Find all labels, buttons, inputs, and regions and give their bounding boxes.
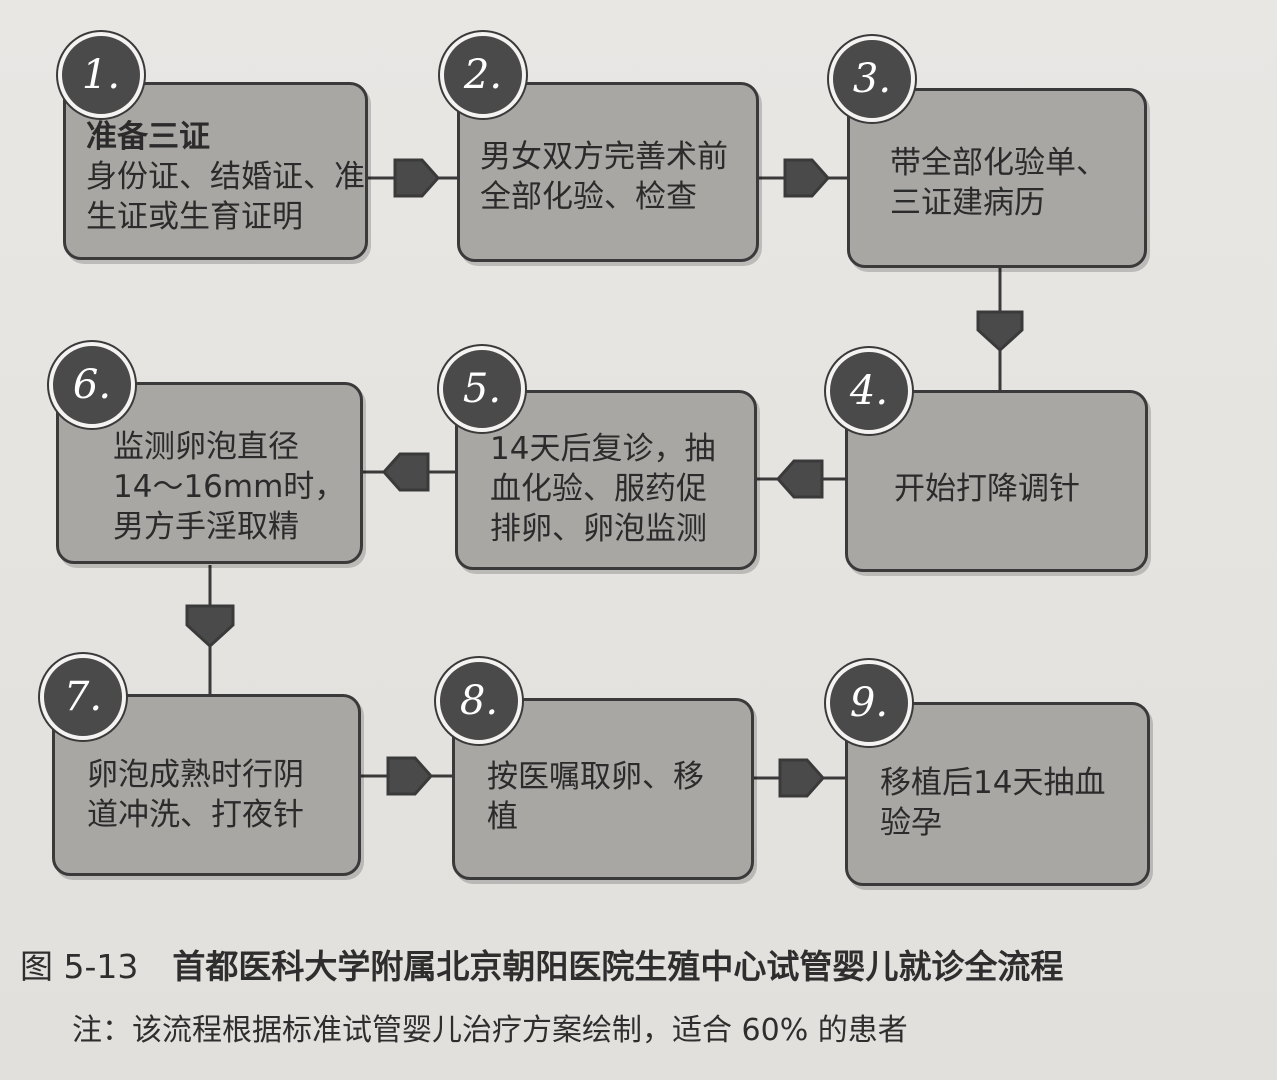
step-number-badge-7: 7. xyxy=(40,654,126,740)
figure-caption: 图 5-13 首都医科大学附属北京朝阳医院生殖中心试管婴儿就诊全流程 xyxy=(20,940,1063,988)
arrow-right-7-8 xyxy=(386,756,434,796)
step-number-badge-1: 1. xyxy=(58,32,144,118)
step-1-line-3: 生证或生育证明 xyxy=(86,199,303,235)
step-7-line-1: 卵泡成熟时行阴 xyxy=(87,757,304,793)
step-1-line-1: 准备三证 xyxy=(86,119,210,155)
step-2-line-2: 全部化验、检查 xyxy=(480,179,697,215)
step-number-badge-3: 3. xyxy=(829,36,915,122)
arrow-right-2-3 xyxy=(783,158,831,198)
step-number-badge-8: 8. xyxy=(436,658,522,744)
figure-note: 注：该流程根据标准试管婴儿治疗方案绘制，适合 60% 的患者 xyxy=(72,1013,908,1048)
step-number-badge-5: 5. xyxy=(439,346,525,432)
step-box-5: 14天后复诊，抽 血化验、服药促 排卵、卵泡监测 xyxy=(455,390,757,570)
step-number-badge-4: 4. xyxy=(826,348,912,434)
step-box-9: 移植后14天抽血 验孕 xyxy=(845,702,1150,886)
step-number-badge-6: 6. xyxy=(49,342,135,428)
step-6-line-2: 14～16mm时， xyxy=(113,469,346,505)
step-5-line-1: 14天后复诊，抽 xyxy=(490,431,716,467)
step-1-line-2: 身份证、结婚证、准 xyxy=(86,159,365,195)
arrow-left-4-5 xyxy=(775,459,824,499)
step-5-line-3: 排卵、卵泡监测 xyxy=(490,511,707,547)
step-box-2: 男女双方完善术前 全部化验、检查 xyxy=(457,82,759,262)
step-2-line-1: 男女双方完善术前 xyxy=(480,139,728,175)
step-3-line-1: 带全部化验单、 xyxy=(890,145,1107,181)
step-box-1: 准备三证 身份证、结婚证、准 生证或生育证明 xyxy=(63,82,368,260)
arrow-right-1-2 xyxy=(393,158,441,198)
arrow-down-3-4 xyxy=(976,310,1024,353)
figure-title: 首都医科大学附属北京朝阳医院生殖中心试管婴儿就诊全流程 xyxy=(172,947,1064,986)
step-9-line-2: 验孕 xyxy=(880,805,942,841)
step-box-3: 带全部化验单、 三证建病历 xyxy=(847,88,1147,268)
step-6-line-3: 男方手淫取精 xyxy=(113,509,299,545)
step-5-line-2: 血化验、服药促 xyxy=(490,471,707,507)
figure-number: 图 5-13 xyxy=(20,947,139,986)
step-6-line-1: 监测卵泡直径 xyxy=(113,429,299,465)
step-number-badge-9: 9. xyxy=(826,660,912,746)
step-number-badge-2: 2. xyxy=(440,32,526,118)
step-box-4: 开始打降调针 xyxy=(845,390,1148,572)
step-4-line-1: 开始打降调针 xyxy=(894,471,1080,507)
step-8-line-1: 按医嘱取卵、移 xyxy=(487,759,704,795)
arrow-down-6-7 xyxy=(185,604,235,649)
arrow-left-5-6 xyxy=(381,452,430,492)
step-7-line-2: 道冲洗、打夜针 xyxy=(87,797,304,833)
step-8-line-2: 植 xyxy=(487,799,518,835)
arrow-right-8-9 xyxy=(778,758,826,798)
step-3-line-2: 三证建病历 xyxy=(890,185,1045,221)
step-9-line-1: 移植后14天抽血 xyxy=(880,765,1106,801)
